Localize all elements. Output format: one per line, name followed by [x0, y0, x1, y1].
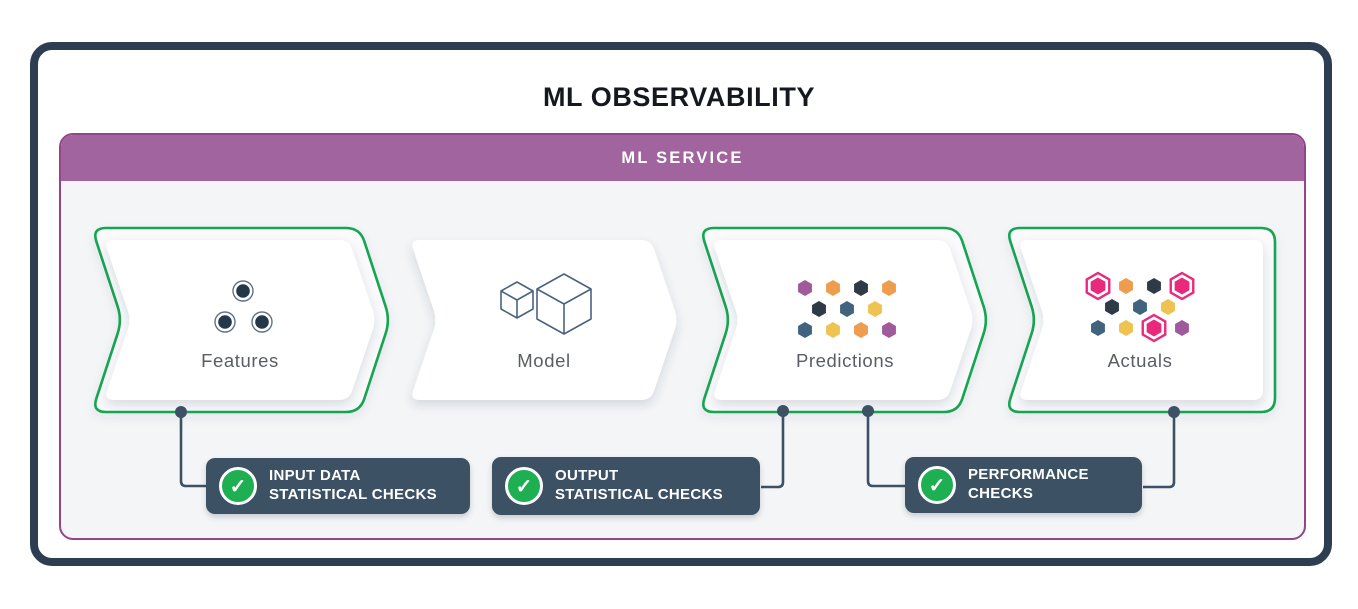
check-circle-icon: ✓: [918, 466, 956, 504]
badge-line2: STATISTICAL CHECKS: [269, 486, 437, 503]
badge-output-statistical-checks: ✓ OUTPUT STATISTICAL CHECKS: [492, 457, 760, 515]
badge-text: PERFORMANCE CHECKS: [968, 466, 1089, 504]
check-circle-icon: ✓: [219, 467, 257, 505]
badge-line1: PERFORMANCE: [968, 466, 1089, 484]
ml-service-label: ML SERVICE: [621, 148, 744, 167]
badge-text: INPUT DATA STATISTICAL CHECKS: [269, 467, 437, 505]
check-circle-icon: ✓: [505, 467, 543, 505]
ml-service-header: ML SERVICE: [61, 135, 1304, 181]
badge-input-data-statistical-checks: ✓ INPUT DATA STATISTICAL CHECKS: [206, 458, 470, 514]
badge-line2: CHECKS: [968, 485, 1034, 502]
badge-performance-checks: ✓ PERFORMANCE CHECKS: [905, 457, 1142, 513]
badge-line1: OUTPUT: [555, 467, 619, 485]
page-title: ML OBSERVABILITY: [542, 82, 816, 112]
badge-text: OUTPUT STATISTICAL CHECKS: [555, 467, 723, 505]
badge-line2: STATISTICAL CHECKS: [555, 486, 723, 503]
badge-line1: INPUT DATA: [269, 467, 361, 485]
